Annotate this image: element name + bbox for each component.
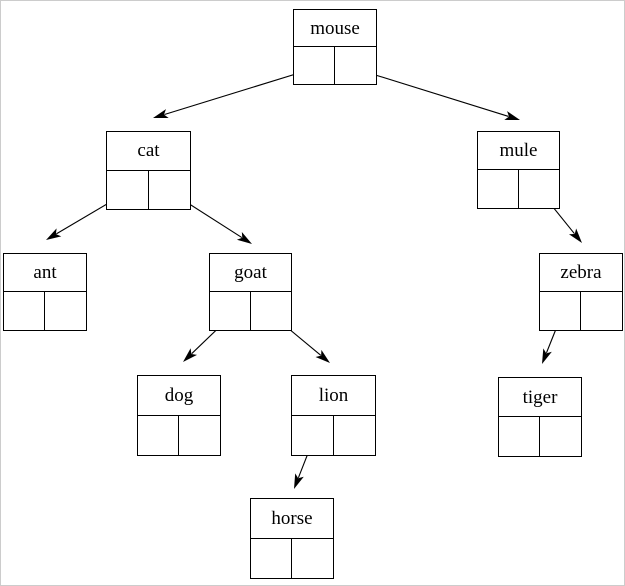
- edge-arrowhead: [236, 232, 252, 244]
- left-pointer-cell[interactable]: [210, 292, 251, 330]
- edge-arrowhead: [315, 349, 330, 363]
- tree-node-label: mouse: [294, 10, 376, 47]
- tree-node-ant[interactable]: ant: [3, 253, 87, 331]
- tree-node-label: tiger: [499, 378, 581, 417]
- right-pointer-cell[interactable]: [149, 171, 191, 210]
- tree-node-label: goat: [210, 254, 291, 292]
- tree-node-pointer-cells: [292, 415, 376, 456]
- tree-node-label: ant: [4, 254, 86, 292]
- tree-node-pointer-cells: [251, 538, 333, 579]
- tree-node-pointer-cells: [138, 415, 220, 456]
- right-pointer-cell[interactable]: [45, 292, 86, 330]
- tree-edge-mouse-cat: [153, 68, 313, 118]
- right-pointer-cell[interactable]: [292, 539, 333, 579]
- edge-arrowhead: [542, 348, 552, 364]
- right-pointer-cell[interactable]: [335, 47, 376, 84]
- tree-node-label: zebra: [540, 254, 622, 292]
- tree-node-zebra[interactable]: zebra: [539, 253, 623, 331]
- left-pointer-cell[interactable]: [107, 170, 149, 209]
- left-pointer-cell[interactable]: [292, 415, 334, 455]
- tree-node-lion[interactable]: lion: [291, 375, 376, 456]
- tree-node-pointer-cells: [294, 47, 376, 84]
- tree-node-label: lion: [292, 376, 375, 416]
- tree-node-pointer-cells: [210, 292, 291, 330]
- left-pointer-cell[interactable]: [540, 292, 581, 330]
- tree-node-label: mule: [478, 132, 559, 170]
- tree-node-mule[interactable]: mule: [477, 131, 560, 209]
- edge-arrowhead: [153, 109, 169, 118]
- edge-line: [164, 68, 313, 115]
- left-pointer-cell[interactable]: [251, 538, 292, 578]
- left-pointer-cell[interactable]: [478, 170, 519, 208]
- tree-node-goat[interactable]: goat: [209, 253, 292, 331]
- left-pointer-cell[interactable]: [499, 417, 540, 456]
- right-pointer-cell[interactable]: [540, 417, 581, 456]
- tree-node-tiger[interactable]: tiger: [498, 377, 582, 457]
- tree-node-pointer-cells: [107, 170, 191, 210]
- tree-node-pointer-cells: [478, 170, 559, 208]
- tree-node-horse[interactable]: horse: [250, 498, 334, 579]
- right-pointer-cell[interactable]: [251, 292, 292, 330]
- edge-arrowhead: [294, 473, 304, 489]
- tree-node-pointer-cells: [540, 292, 622, 330]
- tree-node-mouse[interactable]: mouse: [293, 9, 377, 85]
- edge-arrowhead: [568, 228, 582, 243]
- right-pointer-cell[interactable]: [519, 170, 560, 208]
- tree-node-label: cat: [107, 132, 190, 171]
- tree-node-label: dog: [138, 376, 220, 416]
- right-pointer-cell[interactable]: [334, 416, 376, 456]
- left-pointer-cell[interactable]: [4, 292, 45, 330]
- left-pointer-cell[interactable]: [294, 47, 335, 84]
- left-pointer-cell[interactable]: [138, 415, 179, 455]
- tree-node-pointer-cells: [499, 417, 581, 456]
- right-pointer-cell[interactable]: [581, 292, 622, 330]
- right-pointer-cell[interactable]: [179, 416, 220, 456]
- tree-node-label: horse: [251, 499, 333, 539]
- tree-node-cat[interactable]: cat: [106, 131, 191, 210]
- edge-arrowhead: [183, 348, 198, 362]
- edge-arrowhead: [504, 111, 520, 120]
- tree-edge-mouse-mule: [352, 67, 520, 120]
- edge-arrowhead: [46, 228, 62, 240]
- tree-node-pointer-cells: [4, 292, 86, 330]
- tree-node-dog[interactable]: dog: [137, 375, 221, 456]
